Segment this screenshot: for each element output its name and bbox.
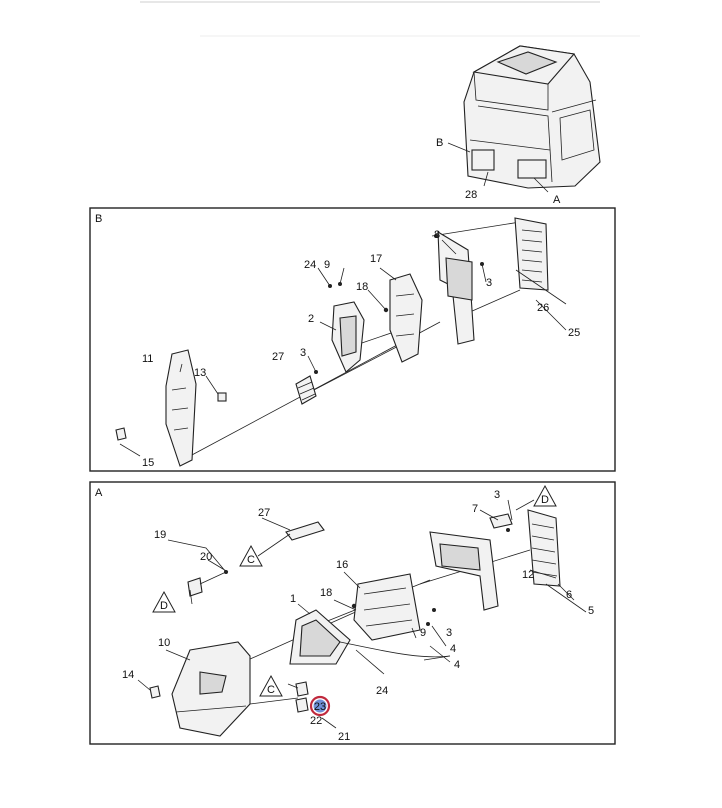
b-label-18: 18 <box>356 281 368 293</box>
b-label-26: 26 <box>537 302 549 314</box>
part-grille-12 <box>527 509 561 587</box>
part-grille-26 <box>514 217 549 291</box>
a-label-c-bottom: C <box>267 684 275 696</box>
part-21 <box>295 697 309 713</box>
b-label-3: 3 <box>486 277 492 289</box>
truck-cab-overview: B 28 A <box>436 45 601 206</box>
a-label-3-top: 3 <box>494 489 500 501</box>
overview-label-b: B <box>436 137 443 149</box>
part-27 <box>295 375 317 405</box>
panel-a-frame <box>89 481 616 745</box>
part-15 <box>115 427 127 441</box>
part-bolt-19 <box>187 571 227 597</box>
a-label-5: 5 <box>588 605 594 617</box>
part-7 <box>489 513 513 529</box>
a-label-19: 19 <box>154 529 166 541</box>
a-label-4-upper: 4 <box>450 643 456 655</box>
a-label-10: 10 <box>158 637 170 649</box>
b-label-11: 11 <box>142 353 153 365</box>
a-label-6: 6 <box>566 589 572 601</box>
a-label-14: 14 <box>122 669 134 681</box>
a-label-16: 16 <box>336 559 348 571</box>
highlight-fill[interactable] <box>313 699 327 713</box>
b-label-2: 2 <box>308 313 314 325</box>
b-label-27: 27 <box>272 351 284 363</box>
b-label-24: 24 <box>304 259 316 271</box>
a-label-c-left: C <box>247 554 255 566</box>
b-label-17: 17 <box>370 253 382 265</box>
part-22 <box>295 681 309 697</box>
part-trim-27 <box>285 521 325 541</box>
a-label-d-left: D <box>160 600 168 612</box>
a-label-1: 1 <box>290 593 296 605</box>
part-headlamp-2 <box>331 301 365 373</box>
b-label-25: 25 <box>568 327 580 339</box>
a-label-22: 22 <box>310 715 322 727</box>
b-label-3-lower: 3 <box>300 347 306 359</box>
part-bracket-8 <box>437 231 475 345</box>
a-label-4-lower: 4 <box>454 659 460 671</box>
a-label-12: 12 <box>522 569 534 581</box>
callout-triangle-c-bottom: C <box>259 674 283 697</box>
part-13 <box>217 392 227 402</box>
panel-b-title: B <box>95 213 102 225</box>
a-label-18: 18 <box>320 587 332 599</box>
b-label-15: 15 <box>142 457 154 469</box>
overview-label-28: 28 <box>465 189 477 201</box>
panel-a: A <box>89 481 616 745</box>
part-headlamp-1 <box>289 609 351 665</box>
a-label-24: 24 <box>376 685 388 697</box>
a-label-23[interactable]: 23 <box>314 701 326 713</box>
a-label-21: 21 <box>338 731 350 743</box>
panel-b: B <box>89 207 616 472</box>
part-bracket-16 <box>353 531 499 641</box>
b-label-13: 13 <box>194 367 206 379</box>
part-bracket-17 <box>389 273 423 363</box>
callout-triangle-d-top: D <box>533 484 557 507</box>
part-corner-11 <box>165 349 197 467</box>
b-label-8: 8 <box>434 229 440 241</box>
b-label-9: 9 <box>324 259 330 271</box>
part-14 <box>149 685 161 699</box>
highlighted-callout-23[interactable]: 23 <box>309 695 331 717</box>
overview-label-a: A <box>553 194 561 206</box>
a-label-20: 20 <box>200 551 212 563</box>
callout-triangle-d-left: D <box>152 590 176 613</box>
a-label-d-top: D <box>541 494 549 506</box>
panel-a-title: A <box>95 487 103 499</box>
a-label-7: 7 <box>472 503 478 515</box>
part-corner-10 <box>171 641 251 737</box>
a-label-3-right: 3 <box>446 627 452 639</box>
a-label-9: 9 <box>420 627 426 639</box>
callout-triangle-c-left: C <box>239 544 263 567</box>
panel-b-frame <box>89 207 616 472</box>
a-label-27: 27 <box>258 507 270 519</box>
part-hose-24 <box>339 641 451 658</box>
